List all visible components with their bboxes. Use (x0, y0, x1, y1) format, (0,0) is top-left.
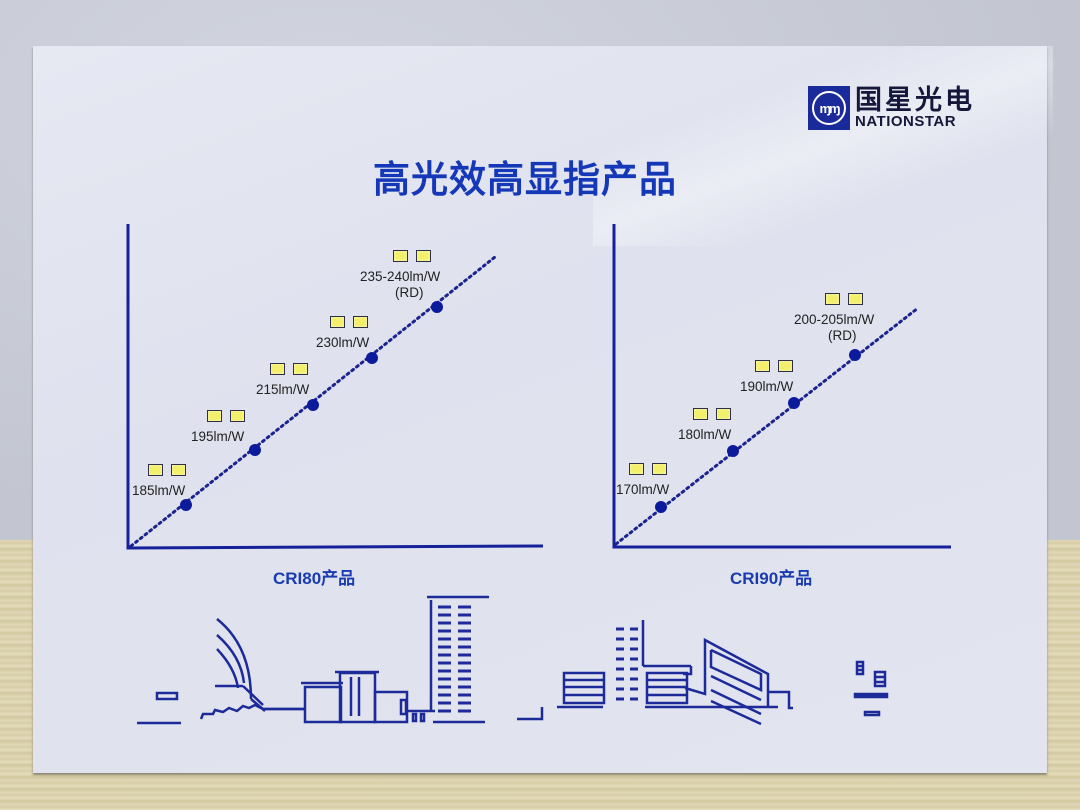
led-chips (270, 363, 308, 375)
point-sublabel: (RD) (395, 285, 424, 300)
cri90-trendline (614, 306, 920, 546)
logo-mark-icon: ɱɱ (808, 86, 850, 130)
led-chip-icon (353, 316, 368, 328)
led-chip-icon (416, 250, 431, 262)
cri90-label: CRI90产品 (730, 569, 813, 588)
led-chip-icon (716, 408, 731, 420)
led-chips (207, 410, 245, 422)
skyline-block (155, 691, 179, 701)
led-chip-icon (148, 464, 163, 476)
led-chip-icon (270, 363, 285, 375)
led-chips (629, 463, 667, 475)
cri80-points (180, 301, 443, 511)
led-chips (393, 250, 431, 262)
led-chip-icon (825, 293, 840, 305)
led-chip-icon (693, 408, 708, 420)
point-sublabel: (RD) (828, 328, 857, 343)
page-title: 高光效高显指产品 (373, 159, 677, 200)
point-label: 230lm/W (316, 335, 370, 350)
logo-name-en: NATIONSTAR (855, 113, 957, 130)
point-label: 215lm/W (256, 382, 310, 397)
cri80-axes (126, 224, 544, 550)
led-chips (148, 464, 186, 476)
led-chip-icon (330, 316, 345, 328)
point-label: 185lm/W (132, 483, 186, 498)
point-label: 170lm/W (616, 482, 670, 497)
point-label: 180lm/W (678, 427, 732, 442)
nationstar-logo: ɱɱ 国星光电 NATIONSTAR (808, 86, 975, 130)
led-chip-icon (393, 250, 408, 262)
skyline-building (303, 685, 343, 724)
cri90-points (655, 349, 861, 513)
led-chips (330, 316, 368, 328)
led-chip-icon (778, 360, 793, 372)
led-chip-icon (629, 463, 644, 475)
point-label: 190lm/W (740, 379, 794, 394)
led-chip-icon (207, 410, 222, 422)
logo-name-cn: 国星光电 (855, 85, 975, 115)
city-skyline-illustration (137, 595, 889, 726)
cri90-axes (612, 224, 951, 549)
led-chip-icon (848, 293, 863, 305)
point-label: 200-205lm/W (794, 312, 875, 327)
charts-graphics (126, 224, 951, 550)
led-chip-icon (652, 463, 667, 475)
led-chips (825, 293, 863, 305)
led-chips (755, 360, 793, 372)
display-board: ɱɱ 国星光电 NATIONSTAR 高光效高显指产品 (33, 46, 1053, 773)
led-chip-icon (230, 410, 245, 422)
led-chips (693, 408, 731, 420)
led-chip-icon (293, 363, 308, 375)
led-chip-icon (755, 360, 770, 372)
led-chip-icon (171, 464, 186, 476)
point-label: 235-240lm/W (360, 269, 441, 284)
point-label: 195lm/W (191, 429, 245, 444)
cri80-label: CRI80产品 (273, 569, 356, 588)
